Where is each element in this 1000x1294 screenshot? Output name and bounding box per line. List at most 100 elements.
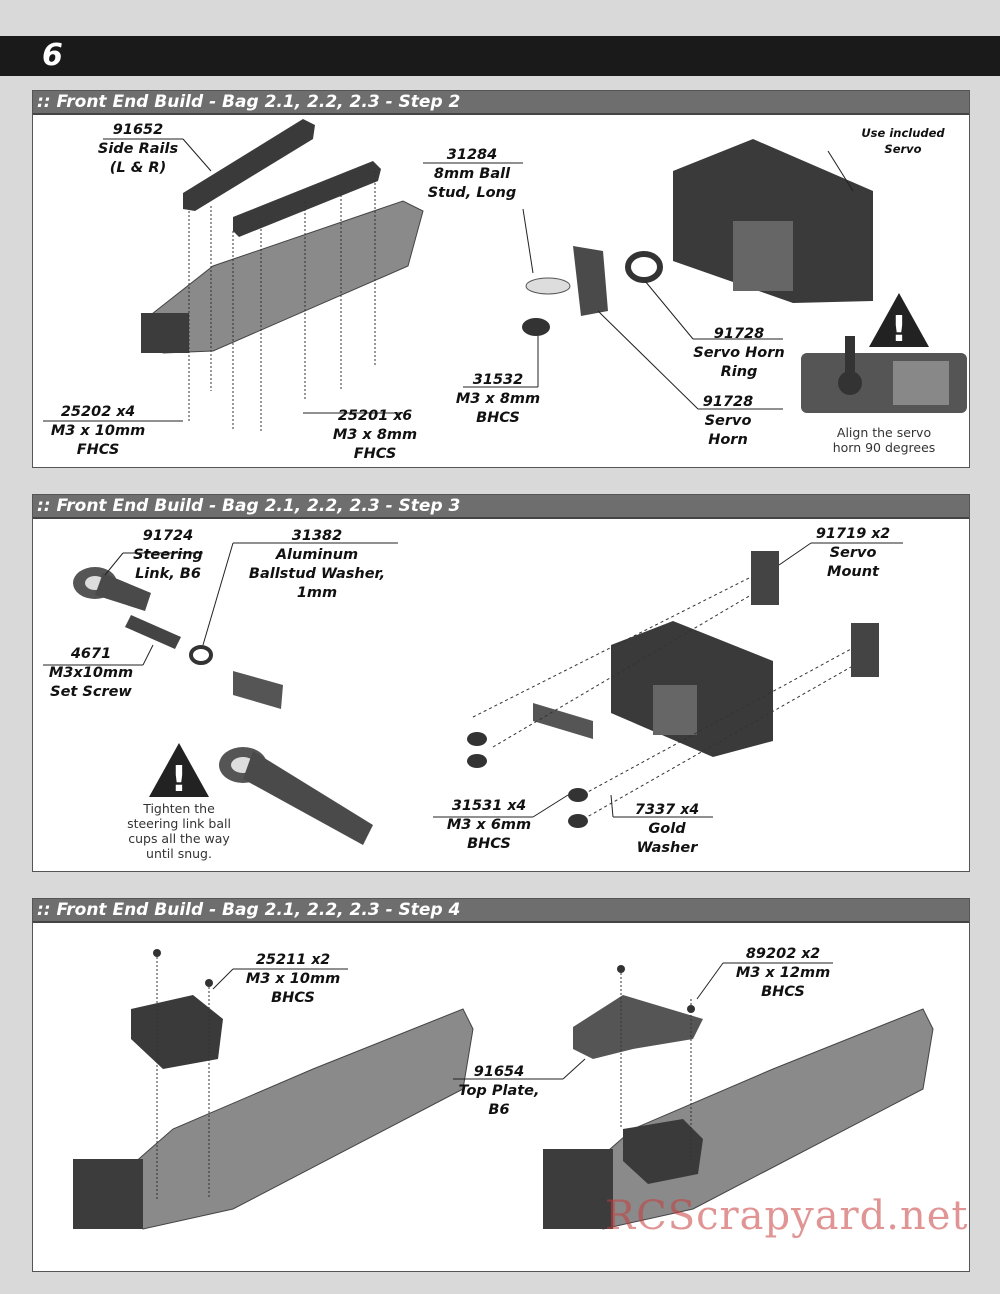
part-qty: x4 xyxy=(507,798,527,814)
part-number: 31284 xyxy=(446,147,498,163)
caution-line: steering link ball xyxy=(127,816,231,831)
part-name: Servo xyxy=(829,545,877,561)
part-label-set-screw: 4671 M3x10mm Set Screw xyxy=(39,645,143,702)
part-name: Top Plate, xyxy=(458,1083,540,1099)
part-qty: x4 xyxy=(680,802,700,818)
part-name: M3 x 10mm xyxy=(245,971,341,987)
part-name: M3 x 8mm xyxy=(455,391,541,407)
part-name-2: Set Screw xyxy=(50,684,132,700)
part-label-m3x10-bhcs: 25211 x2 M3 x 10mm BHCS xyxy=(233,951,353,1008)
part-name: 8mm Ball xyxy=(433,166,511,182)
part-name: Servo Horn xyxy=(693,345,785,361)
part-label-ball-stud: 31284 8mm Ball Stud, Long xyxy=(417,146,527,203)
part-label-m3x8-bhcs: 31532 M3 x 8mm BHCS xyxy=(443,371,553,428)
part-label-servo-horn-ring: 91728 Servo Horn Ring xyxy=(679,325,799,382)
part-name-2: Link, B6 xyxy=(135,566,201,582)
part-name: M3 x 8mm xyxy=(332,427,418,443)
caution-line: Tighten the xyxy=(143,801,215,816)
part-name-2: BHCS xyxy=(476,410,520,426)
part-name-2: FHCS xyxy=(76,442,120,458)
part-number: 89202 xyxy=(745,946,797,962)
page-number: 6 xyxy=(42,38,63,73)
part-name: M3 x 10mm xyxy=(50,423,146,439)
part-name-2: (L & R) xyxy=(109,160,167,176)
part-label-ballstud-washer: 31382 Aluminum Ballstud Washer, 1mm xyxy=(233,527,401,603)
caution-line: horn 90 degrees xyxy=(832,440,936,455)
part-name: Gold xyxy=(648,821,686,837)
servo-note: Use included Servo xyxy=(843,125,963,157)
caution-line: until snug. xyxy=(146,846,212,861)
part-name: Aluminum xyxy=(275,547,359,563)
part-qty: x2 xyxy=(801,946,821,962)
part-label-m3x12-bhcs: 89202 x2 M3 x 12mm BHCS xyxy=(723,945,843,1002)
part-name: M3x10mm xyxy=(48,665,134,681)
part-number: 4671 xyxy=(70,646,112,662)
caution-line: cups all the way xyxy=(128,831,230,846)
step-3-panel: :: Front End Build - Bag 2.1, 2.2, 2.3 -… xyxy=(32,494,970,872)
part-name-2: Horn xyxy=(708,432,748,448)
step-4-panel: :: Front End Build - Bag 2.1, 2.2, 2.3 -… xyxy=(32,898,970,1272)
part-number: 91652 xyxy=(112,122,164,138)
part-label-m3x8-fhcs: 25201 x6 M3 x 8mm FHCS xyxy=(323,407,427,464)
part-number: 31382 xyxy=(291,528,343,544)
part-name-2: Ballstud Washer, xyxy=(248,566,386,582)
caution-note-servo: Align the servo horn 90 degrees xyxy=(801,425,967,455)
part-label-top-plate: 91654 Top Plate, B6 xyxy=(447,1063,551,1120)
step-4-title: :: Front End Build - Bag 2.1, 2.2, 2.3 -… xyxy=(37,900,461,920)
part-name: M3 x 6mm xyxy=(446,817,532,833)
part-qty: x2 xyxy=(871,526,891,542)
part-name-2: Ring xyxy=(720,364,758,380)
part-number: 91719 xyxy=(815,526,867,542)
part-name: Servo xyxy=(704,413,752,429)
part-name: Steering xyxy=(133,547,203,563)
step-4-illustration xyxy=(73,949,934,1230)
part-qty: x6 xyxy=(393,408,413,424)
part-number: 31532 xyxy=(472,372,524,388)
part-number: 7337 xyxy=(634,802,676,818)
part-number: 25201 xyxy=(337,408,389,424)
note-line: Servo xyxy=(884,142,922,156)
part-qty: x2 xyxy=(311,952,331,968)
part-label-side-rails: 91652 Side Rails (L & R) xyxy=(83,121,193,178)
part-name-2: FHCS xyxy=(353,446,397,462)
step-3-illustration: ! xyxy=(43,542,903,845)
part-number: 91728 xyxy=(702,394,754,410)
part-label-m3x10-fhcs: 25202 x4 M3 x 10mm FHCS xyxy=(38,403,158,460)
part-name-2: BHCS xyxy=(271,990,315,1006)
caution-line: Align the servo xyxy=(836,425,932,440)
step-3-title: :: Front End Build - Bag 2.1, 2.2, 2.3 -… xyxy=(37,496,461,516)
part-number: 91724 xyxy=(142,528,194,544)
part-number: 31531 xyxy=(451,798,503,814)
part-name-2: B6 xyxy=(488,1102,510,1118)
part-label-steering-link: 91724 Steering Link, B6 xyxy=(113,527,223,584)
part-name-2: Mount xyxy=(827,564,879,580)
part-name-3: 1mm xyxy=(296,585,338,601)
step-2-title: :: Front End Build - Bag 2.1, 2.2, 2.3 -… xyxy=(37,92,461,112)
step-3-header: :: Front End Build - Bag 2.1, 2.2, 2.3 -… xyxy=(33,495,969,519)
part-name-2: Washer xyxy=(636,840,698,856)
part-name-2: BHCS xyxy=(467,836,511,852)
part-name: M3 x 12mm xyxy=(735,965,831,981)
part-qty: x4 xyxy=(116,404,136,420)
page-header-bar: 6 xyxy=(0,36,1000,76)
svg-text:!: ! xyxy=(891,309,907,350)
part-number: 25211 xyxy=(255,952,307,968)
watermark: RCScrapyard.net xyxy=(605,1193,969,1239)
part-label-servo-horn: 91728 Servo Horn xyxy=(683,393,773,450)
part-number: 91654 xyxy=(473,1064,525,1080)
part-label-m3x6-bhcs: 31531 x4 M3 x 6mm BHCS xyxy=(429,797,549,854)
part-name-2: BHCS xyxy=(761,984,805,1000)
part-name: Side Rails xyxy=(97,141,179,157)
part-label-gold-washer: 7337 x4 Gold Washer xyxy=(615,801,719,858)
step-2-illustration: ! xyxy=(43,119,967,431)
svg-text:!: ! xyxy=(171,759,187,800)
part-number: 25202 xyxy=(60,404,112,420)
step-4-header: :: Front End Build - Bag 2.1, 2.2, 2.3 -… xyxy=(33,899,969,923)
part-label-servo-mount: 91719 x2 Servo Mount xyxy=(793,525,913,582)
caution-note-steering: Tighten the steering link ball cups all … xyxy=(103,801,255,861)
step-2-header: :: Front End Build - Bag 2.1, 2.2, 2.3 -… xyxy=(33,91,969,115)
step-2-panel: :: Front End Build - Bag 2.1, 2.2, 2.3 -… xyxy=(32,90,970,468)
part-name-2: Stud, Long xyxy=(427,185,517,201)
note-line: Use included xyxy=(861,126,945,140)
part-number: 91728 xyxy=(713,326,765,342)
